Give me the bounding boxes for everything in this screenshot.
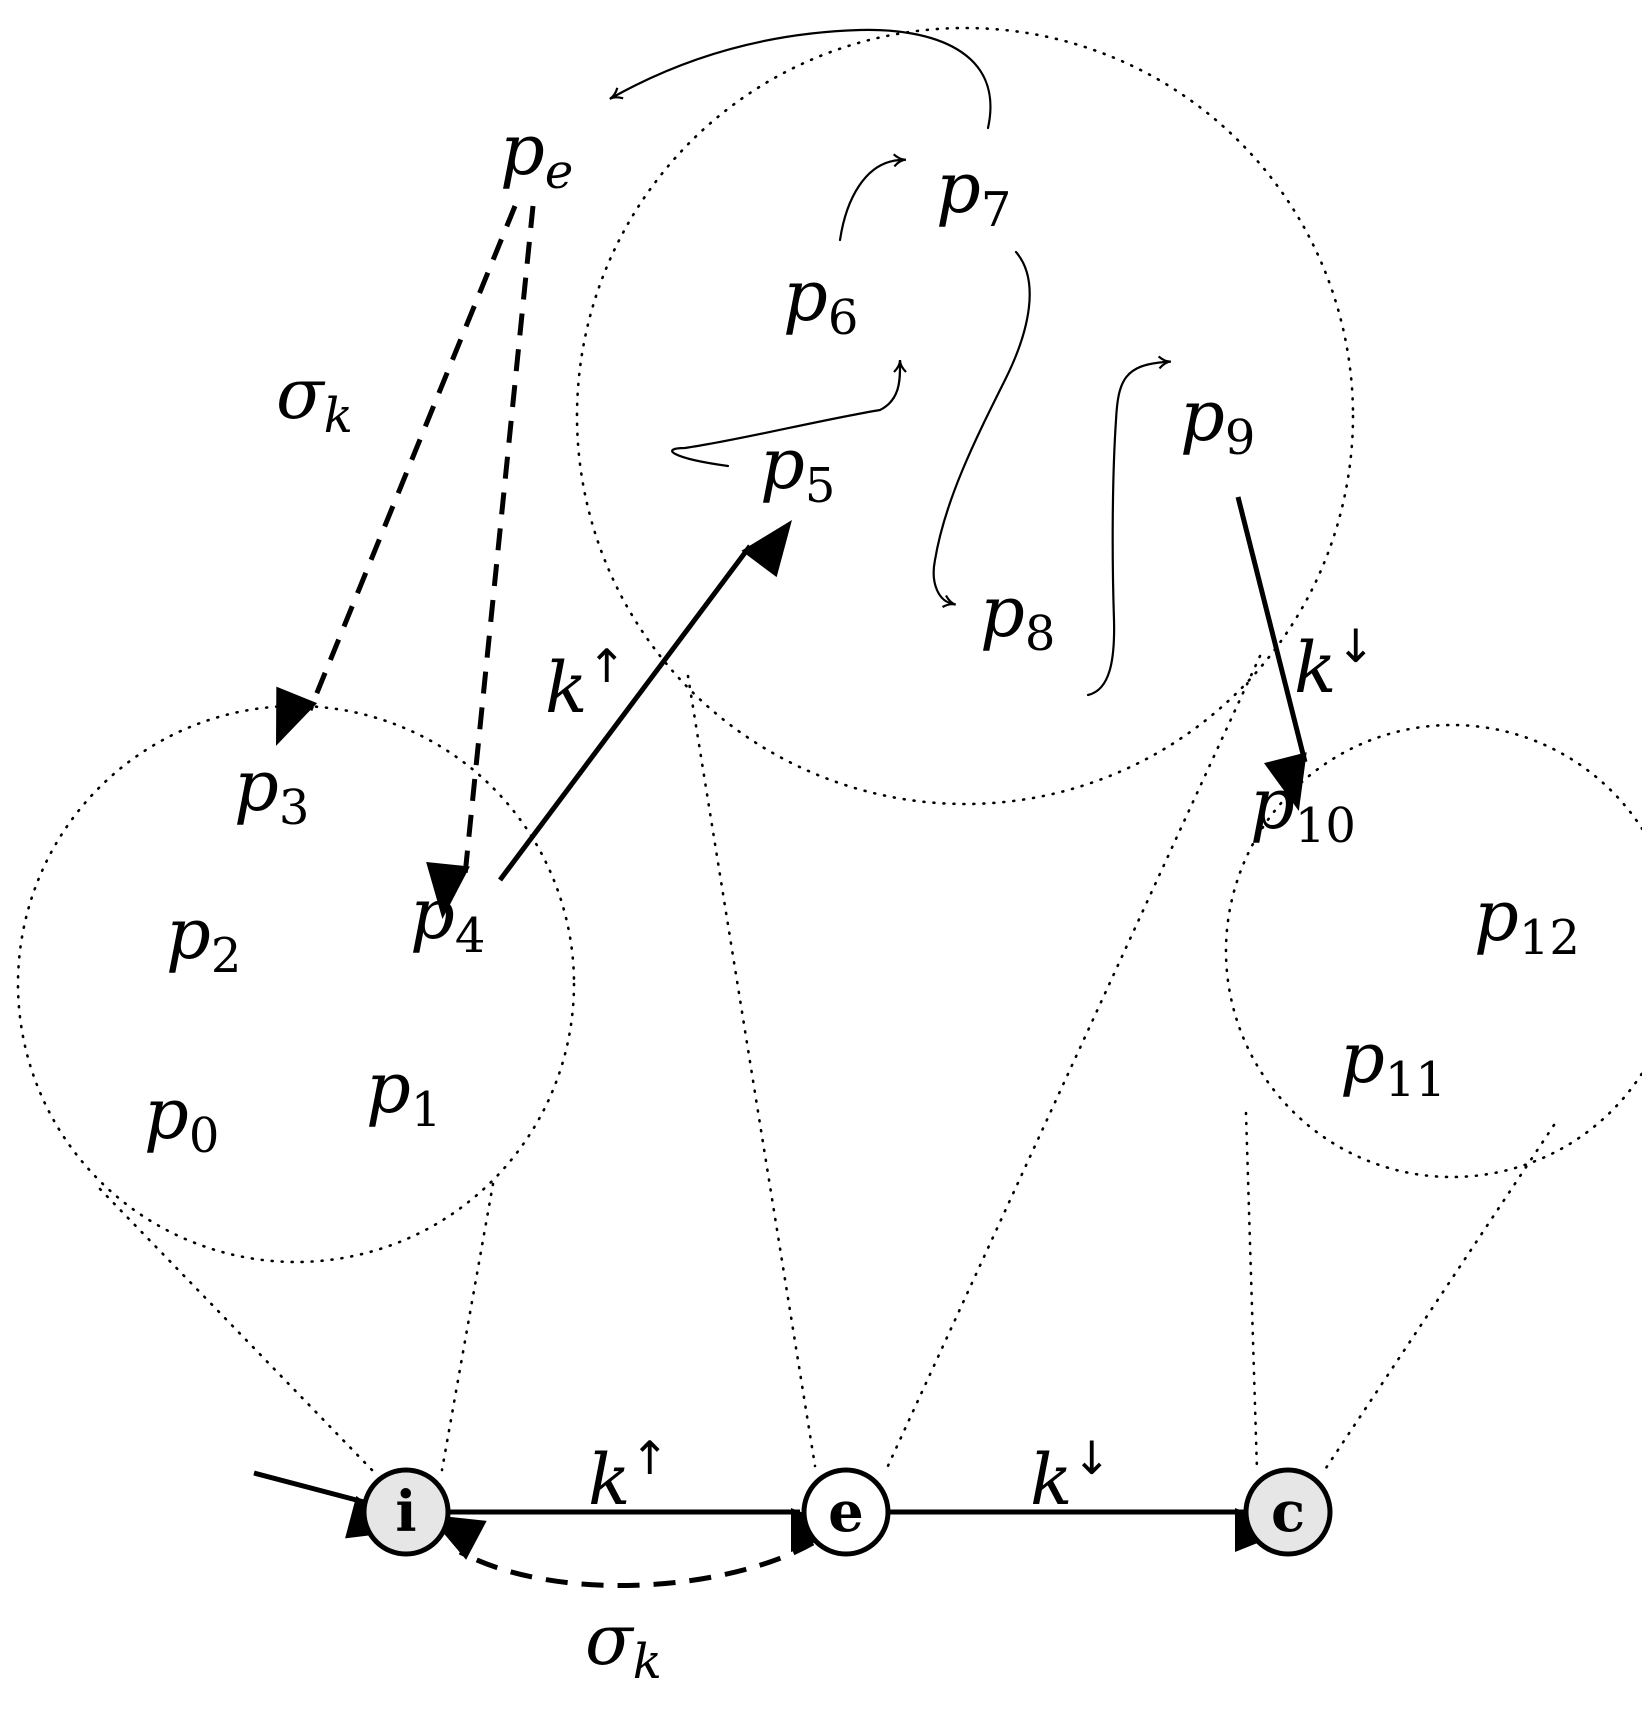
curve-p6-to-p7 xyxy=(838,153,907,242)
transition-e-i-dashed xyxy=(427,1514,815,1589)
label-sigma-k-bottom: σk xyxy=(585,1599,662,1690)
cone-line xyxy=(885,654,1262,1470)
state-c-label: c xyxy=(1271,1479,1305,1545)
place-p8: p8 xyxy=(980,571,1055,662)
label-sigma-k-top: σk xyxy=(276,353,353,444)
place-p3: p3 xyxy=(234,745,309,836)
place-p2: p2 xyxy=(166,893,241,984)
sigma-arrow-to-p4 xyxy=(426,205,536,919)
place-p12: p12 xyxy=(1474,875,1580,966)
cone-line xyxy=(686,674,817,1468)
cone-line xyxy=(1324,1123,1556,1470)
state-i xyxy=(361,1467,451,1557)
place-pe: pe xyxy=(500,109,573,200)
state-c xyxy=(1243,1467,1333,1557)
place-p11: p11 xyxy=(1340,1017,1446,1108)
k-down-arrow-p9-p10 xyxy=(1235,496,1308,812)
cone-line xyxy=(98,1187,374,1472)
k-up-arrow-p4-p5 xyxy=(497,519,792,882)
place-p1: p1 xyxy=(366,1047,441,1138)
state-e-label: e xyxy=(828,1479,864,1545)
place-p9: p9 xyxy=(1180,375,1255,466)
curve-p8-to-p9 xyxy=(1086,355,1172,697)
place-p4: p4 xyxy=(410,873,485,964)
initial-arrow xyxy=(253,1470,404,1539)
label-k-up-bottom: k↑ xyxy=(588,1431,669,1521)
label-k-down-bottom: k↓ xyxy=(1030,1431,1111,1521)
state-i-label: i xyxy=(395,1479,416,1545)
label-k-up-top: k↑ xyxy=(545,639,626,729)
curve-p5-to-loop xyxy=(671,359,907,468)
sigma-arrow-to-p3 xyxy=(275,205,518,746)
curve-p7-to-pe xyxy=(609,28,992,130)
group-circle-right xyxy=(1224,723,1642,1179)
group-circle-top xyxy=(575,26,1355,806)
label-k-down-top: k↓ xyxy=(1294,619,1375,709)
place-p10: p10 xyxy=(1250,763,1356,854)
cone-line xyxy=(1244,1111,1259,1472)
curve-p7-to-p8 xyxy=(932,250,1031,608)
place-p0: p0 xyxy=(144,1073,219,1164)
place-p5: p5 xyxy=(760,423,835,514)
cone-line xyxy=(440,1182,495,1472)
place-p7: p7 xyxy=(936,147,1011,238)
place-p6: p6 xyxy=(783,255,858,346)
state-e xyxy=(801,1467,891,1557)
